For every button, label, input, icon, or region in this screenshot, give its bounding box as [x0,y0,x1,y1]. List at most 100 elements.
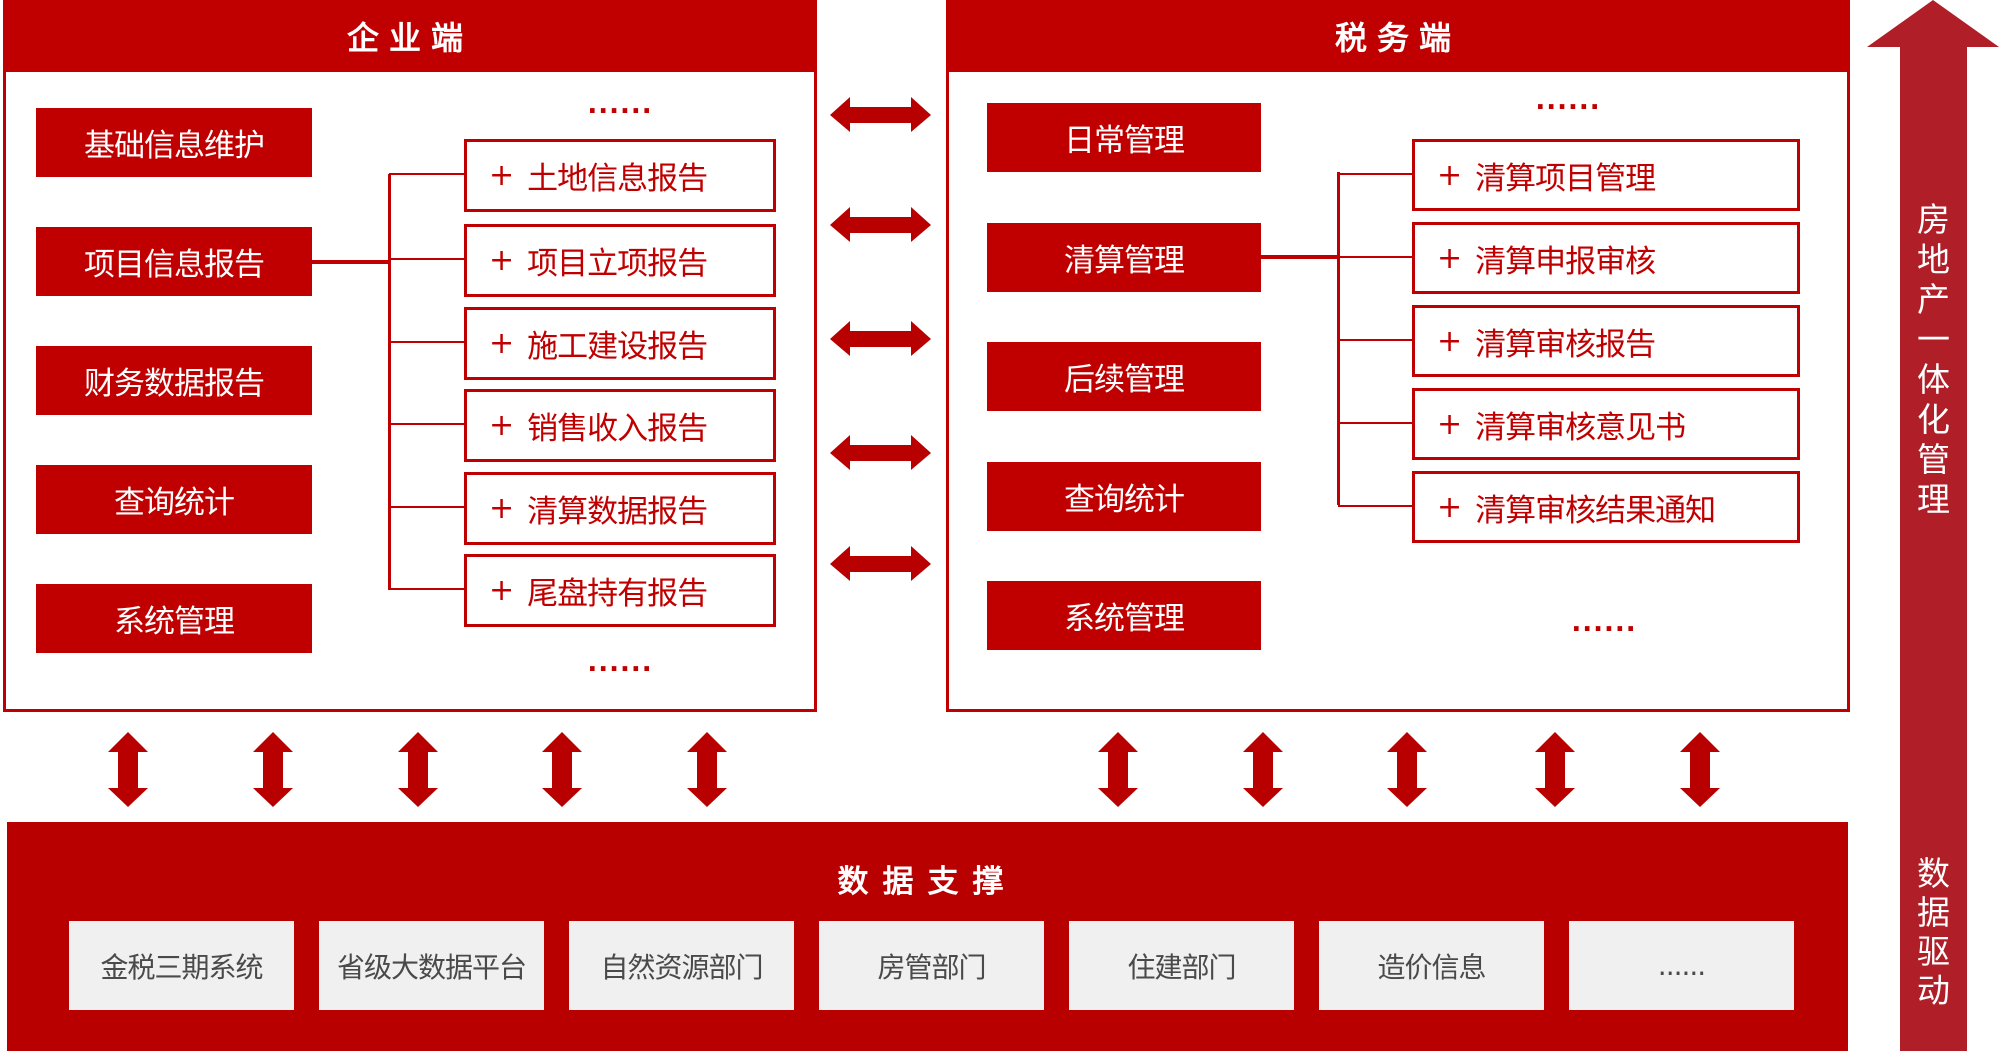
side-arrow-char: 一 [1917,320,1950,359]
enterprise-sub-item[interactable]: + 销售收入报告 [464,389,776,462]
tax-sub-item[interactable]: + 清算申报审核 [1412,222,1800,294]
side-arrow-char: 驱 [1917,932,1950,971]
side-arrow-bottom-label: 数据驱动 [1900,854,1967,1010]
tax-sub-item-label: 清算审核报告 [1475,326,1656,363]
data-source-item[interactable]: 造价信息 [1319,921,1544,1010]
enterprise-sub-connector [389,173,465,175]
enterprise-more-top: ...... [587,90,653,120]
enterprise-connector-trunk [388,174,391,590]
tax-sub-connector [1338,505,1414,507]
bidirectional-vertical-arrow-icon [1535,732,1575,807]
enterprise-sub-connector [389,258,465,260]
enterprise-more-bottom: ...... [587,648,653,678]
plus-icon: + [1437,157,1462,193]
enterprise-sub-item-label: 施工建设报告 [527,329,708,365]
data-source-item[interactable]: 房管部门 [819,921,1044,1010]
tax-sub-item-label: 清算审核意见书 [1475,409,1686,446]
tax-sub-connector [1338,173,1414,175]
enterprise-module-button[interactable]: 基础信息维护 [36,108,312,177]
tax-module-button[interactable]: 查询统计 [987,461,1261,531]
plus-icon: + [489,573,514,608]
bidirectional-horizontal-arrow-icon [830,546,931,581]
bidirectional-vertical-arrow-icon [1387,732,1427,807]
enterprise-panel-title: 企业端 [3,0,817,72]
side-arrow-char: 据 [1917,893,1950,932]
data-source-item[interactable]: 自然资源部门 [569,921,794,1010]
bidirectional-vertical-arrow-icon [398,732,438,807]
data-source-item[interactable]: 省级大数据平台 [319,921,544,1010]
side-arrow-char: 体 [1917,360,1950,399]
bidirectional-vertical-arrow-icon [1680,732,1720,807]
plus-icon: + [489,158,514,193]
tax-module-button[interactable]: 日常管理 [987,103,1261,172]
side-arrow-char: 管 [1917,440,1950,479]
tax-module-button[interactable]: 清算管理 [987,222,1261,292]
side-arrow-char: 地 [1917,240,1950,279]
tax-sub-item-label: 清算申报审核 [1475,243,1656,280]
enterprise-sub-item[interactable]: + 清算数据报告 [464,472,776,545]
tax-sub-item-label: 清算项目管理 [1475,160,1656,197]
plus-icon: + [489,408,514,443]
tax-more-top: ...... [1535,86,1601,116]
enterprise-module-button[interactable]: 系统管理 [36,584,312,653]
enterprise-sub-item-label: 土地信息报告 [527,161,708,197]
plus-icon: + [489,491,514,526]
enterprise-sub-item[interactable]: + 土地信息报告 [464,139,776,212]
enterprise-sub-item[interactable]: + 施工建设报告 [464,307,776,380]
tax-module-button[interactable]: 后续管理 [987,342,1261,411]
plus-icon: + [1437,323,1462,359]
tax-sub-item[interactable]: + 清算审核结果通知 [1412,471,1800,543]
tax-more-bottom: ...... [1571,608,1637,638]
tax-sub-connector [1338,256,1414,258]
plus-icon: + [1437,406,1462,442]
enterprise-module-button[interactable]: 项目信息报告 [36,227,312,296]
tax-panel-title: 税务端 [946,0,1850,72]
tax-sub-item-label: 清算审核结果通知 [1475,492,1716,529]
bidirectional-vertical-arrow-icon [108,732,148,807]
tax-sub-connector [1338,422,1414,424]
bidirectional-vertical-arrow-icon [542,732,582,807]
side-arrow-char: 理 [1917,480,1950,519]
side-arrow-char: 动 [1917,971,1950,1010]
plus-icon: + [489,243,514,278]
bidirectional-horizontal-arrow-icon [830,207,931,242]
enterprise-sub-item[interactable]: + 项目立项报告 [464,224,776,297]
enterprise-connector-main [312,260,390,264]
bidirectional-horizontal-arrow-icon [830,321,931,356]
bidirectional-vertical-arrow-icon [253,732,293,807]
tax-connector-trunk [1337,172,1340,505]
side-arrow-top-label: 房地产一体化管理 [1900,200,1967,520]
data-support-title: 数据支撑 [837,864,1018,900]
data-source-item[interactable]: 金税三期系统 [69,921,294,1010]
tax-sub-item[interactable]: + 清算审核报告 [1412,305,1800,377]
integration-up-arrow-icon [1867,0,1999,1051]
enterprise-sub-item-label: 销售收入报告 [527,411,708,447]
enterprise-sub-connector [389,341,465,343]
plus-icon: + [1437,489,1462,525]
enterprise-sub-item-label: 项目立项报告 [527,246,708,282]
tax-sub-item[interactable]: + 清算项目管理 [1412,139,1800,211]
bidirectional-vertical-arrow-icon [1243,732,1283,807]
enterprise-sub-item-label: 尾盘持有报告 [527,576,708,612]
enterprise-sub-connector [389,588,465,590]
enterprise-sub-item-label: 清算数据报告 [527,494,708,530]
tax-connector-main [1261,255,1339,259]
enterprise-module-button[interactable]: 查询统计 [36,465,312,534]
tax-module-button[interactable]: 系统管理 [987,581,1261,650]
enterprise-sub-item[interactable]: + 尾盘持有报告 [464,554,776,627]
tax-sub-connector [1338,339,1414,341]
bidirectional-horizontal-arrow-icon [830,435,931,470]
side-arrow-char: 数 [1917,854,1950,893]
side-arrow-char: 化 [1917,400,1950,439]
side-arrow-char: 产 [1917,280,1950,319]
data-source-item[interactable]: 住建部门 [1069,921,1294,1010]
side-arrow-char: 房 [1917,200,1950,239]
tax-sub-item[interactable]: + 清算审核意见书 [1412,388,1800,460]
enterprise-module-button[interactable]: 财务数据报告 [36,346,312,415]
data-source-item[interactable]: ...... [1569,921,1794,1010]
bidirectional-vertical-arrow-icon [687,732,727,807]
plus-icon: + [1437,240,1462,276]
plus-icon: + [489,326,514,361]
bidirectional-horizontal-arrow-icon [830,97,931,132]
bidirectional-vertical-arrow-icon [1098,732,1138,807]
